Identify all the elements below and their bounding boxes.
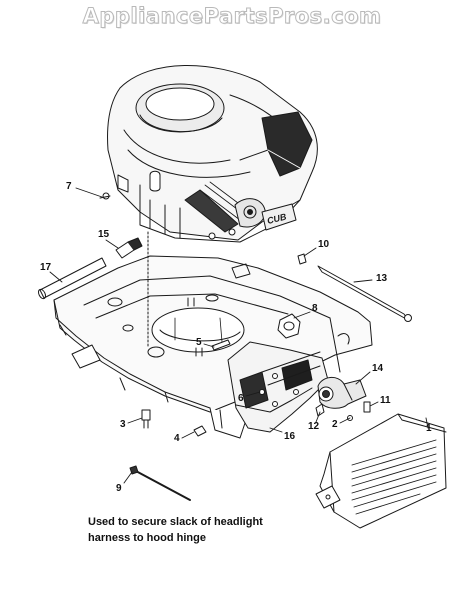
callout-7: 7 xyxy=(66,181,72,192)
callout-13: 13 xyxy=(376,273,388,284)
bolt-3 xyxy=(141,409,151,429)
callout-3: 3 xyxy=(120,419,126,430)
callout-9: 9 xyxy=(116,483,122,494)
screw-11 xyxy=(363,401,371,413)
note-line-2: harness to hood hinge xyxy=(88,532,206,544)
callout-1: 1 xyxy=(426,423,432,434)
callout-6: 6 xyxy=(238,393,244,404)
rod-right xyxy=(317,265,412,322)
fitting-15 xyxy=(115,237,143,259)
callout-11: 11 xyxy=(380,395,391,406)
callout-12: 12 xyxy=(308,421,320,432)
gasket-8 xyxy=(277,313,301,339)
callout-4: 4 xyxy=(174,433,180,444)
watermark: AppliancePartsPros.com xyxy=(82,4,382,29)
note-line-1: Used to secure slack of headlight xyxy=(88,516,263,528)
callout-17: 17 xyxy=(40,262,52,273)
screw-7 xyxy=(99,192,111,200)
note-text: Used to secure slack of headlight harnes… xyxy=(88,514,288,546)
engine xyxy=(107,64,318,243)
engine-badge-text: CUB xyxy=(266,211,288,226)
callout-10: 10 xyxy=(318,239,330,250)
tube-left xyxy=(37,257,107,300)
headlight xyxy=(317,377,367,409)
callout-2: 2 xyxy=(332,419,338,430)
leader-lines xyxy=(49,187,429,484)
callout-16: 16 xyxy=(284,431,296,442)
pin-5 xyxy=(211,339,231,351)
callout-14: 14 xyxy=(372,363,384,374)
headlight-bracket xyxy=(227,341,329,433)
callout-8: 8 xyxy=(312,303,318,314)
nut-4 xyxy=(193,425,207,437)
callout-5: 5 xyxy=(196,337,202,348)
cap-10 xyxy=(297,253,307,265)
switch-12 xyxy=(315,403,325,417)
tie-strap-9 xyxy=(129,465,191,501)
grille-guard xyxy=(315,413,447,529)
callout-15: 15 xyxy=(98,229,110,240)
